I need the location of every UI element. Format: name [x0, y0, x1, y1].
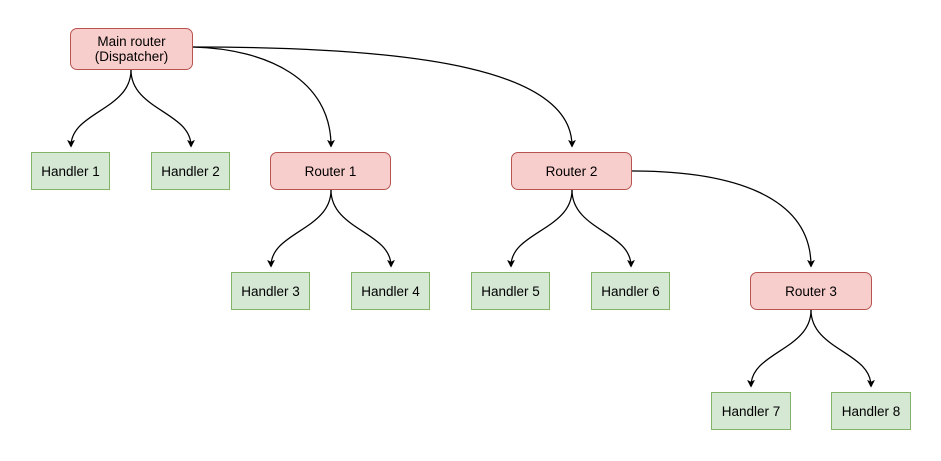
node-router-1[interactable]: Router 1: [270, 152, 391, 190]
node-handler-6[interactable]: Handler 6: [591, 272, 670, 310]
node-label-handler-4: Handler 4: [361, 283, 420, 299]
node-handler-2[interactable]: Handler 2: [151, 152, 230, 190]
edge-router-2-to-handler-5[interactable]: [507, 189, 573, 268]
edge-router-3-to-handler-8[interactable]: [810, 309, 875, 388]
node-handler-3[interactable]: Handler 3: [231, 272, 310, 310]
node-main-router[interactable]: Main router (Dispatcher): [70, 28, 193, 70]
node-label-handler-7: Handler 7: [721, 403, 781, 419]
node-router-2[interactable]: Router 2: [511, 152, 632, 190]
node-label-handler-6: Handler 6: [601, 283, 660, 299]
edge-main-to-router-1[interactable]: [192, 46, 335, 148]
node-handler-7[interactable]: Handler 7: [711, 392, 791, 430]
node-label-router-1: Router 1: [304, 163, 357, 179]
node-label-handler-8: Handler 8: [841, 403, 901, 419]
edge-router-2-to-handler-6[interactable]: [571, 189, 635, 268]
node-label-handler-1: Handler 1: [41, 163, 100, 179]
node-label-handler-3: Handler 3: [241, 283, 300, 299]
node-label-router-2: Router 2: [545, 163, 598, 179]
node-label-handler-5: Handler 5: [481, 283, 540, 299]
edge-main-to-router-2[interactable]: [192, 46, 576, 148]
edge-router-2-to-router-3[interactable]: [631, 170, 815, 268]
node-label-main-router: Main router (Dispatcher): [94, 34, 169, 64]
node-router-3[interactable]: Router 3: [750, 272, 872, 310]
edge-router-1-to-handler-4[interactable]: [330, 189, 395, 268]
edge-main-to-handler-2[interactable]: [130, 69, 195, 148]
node-handler-5[interactable]: Handler 5: [471, 272, 550, 310]
node-handler-4[interactable]: Handler 4: [351, 272, 430, 310]
node-label-router-3: Router 3: [785, 283, 837, 299]
node-handler-1[interactable]: Handler 1: [31, 152, 110, 190]
node-label-handler-2: Handler 2: [161, 163, 220, 179]
edge-router-3-to-handler-7[interactable]: [747, 309, 812, 388]
diagram-edges: [67, 46, 875, 388]
edge-router-1-to-handler-3[interactable]: [267, 189, 332, 268]
edge-main-to-handler-1[interactable]: [67, 69, 132, 148]
node-handler-8[interactable]: Handler 8: [831, 392, 911, 430]
